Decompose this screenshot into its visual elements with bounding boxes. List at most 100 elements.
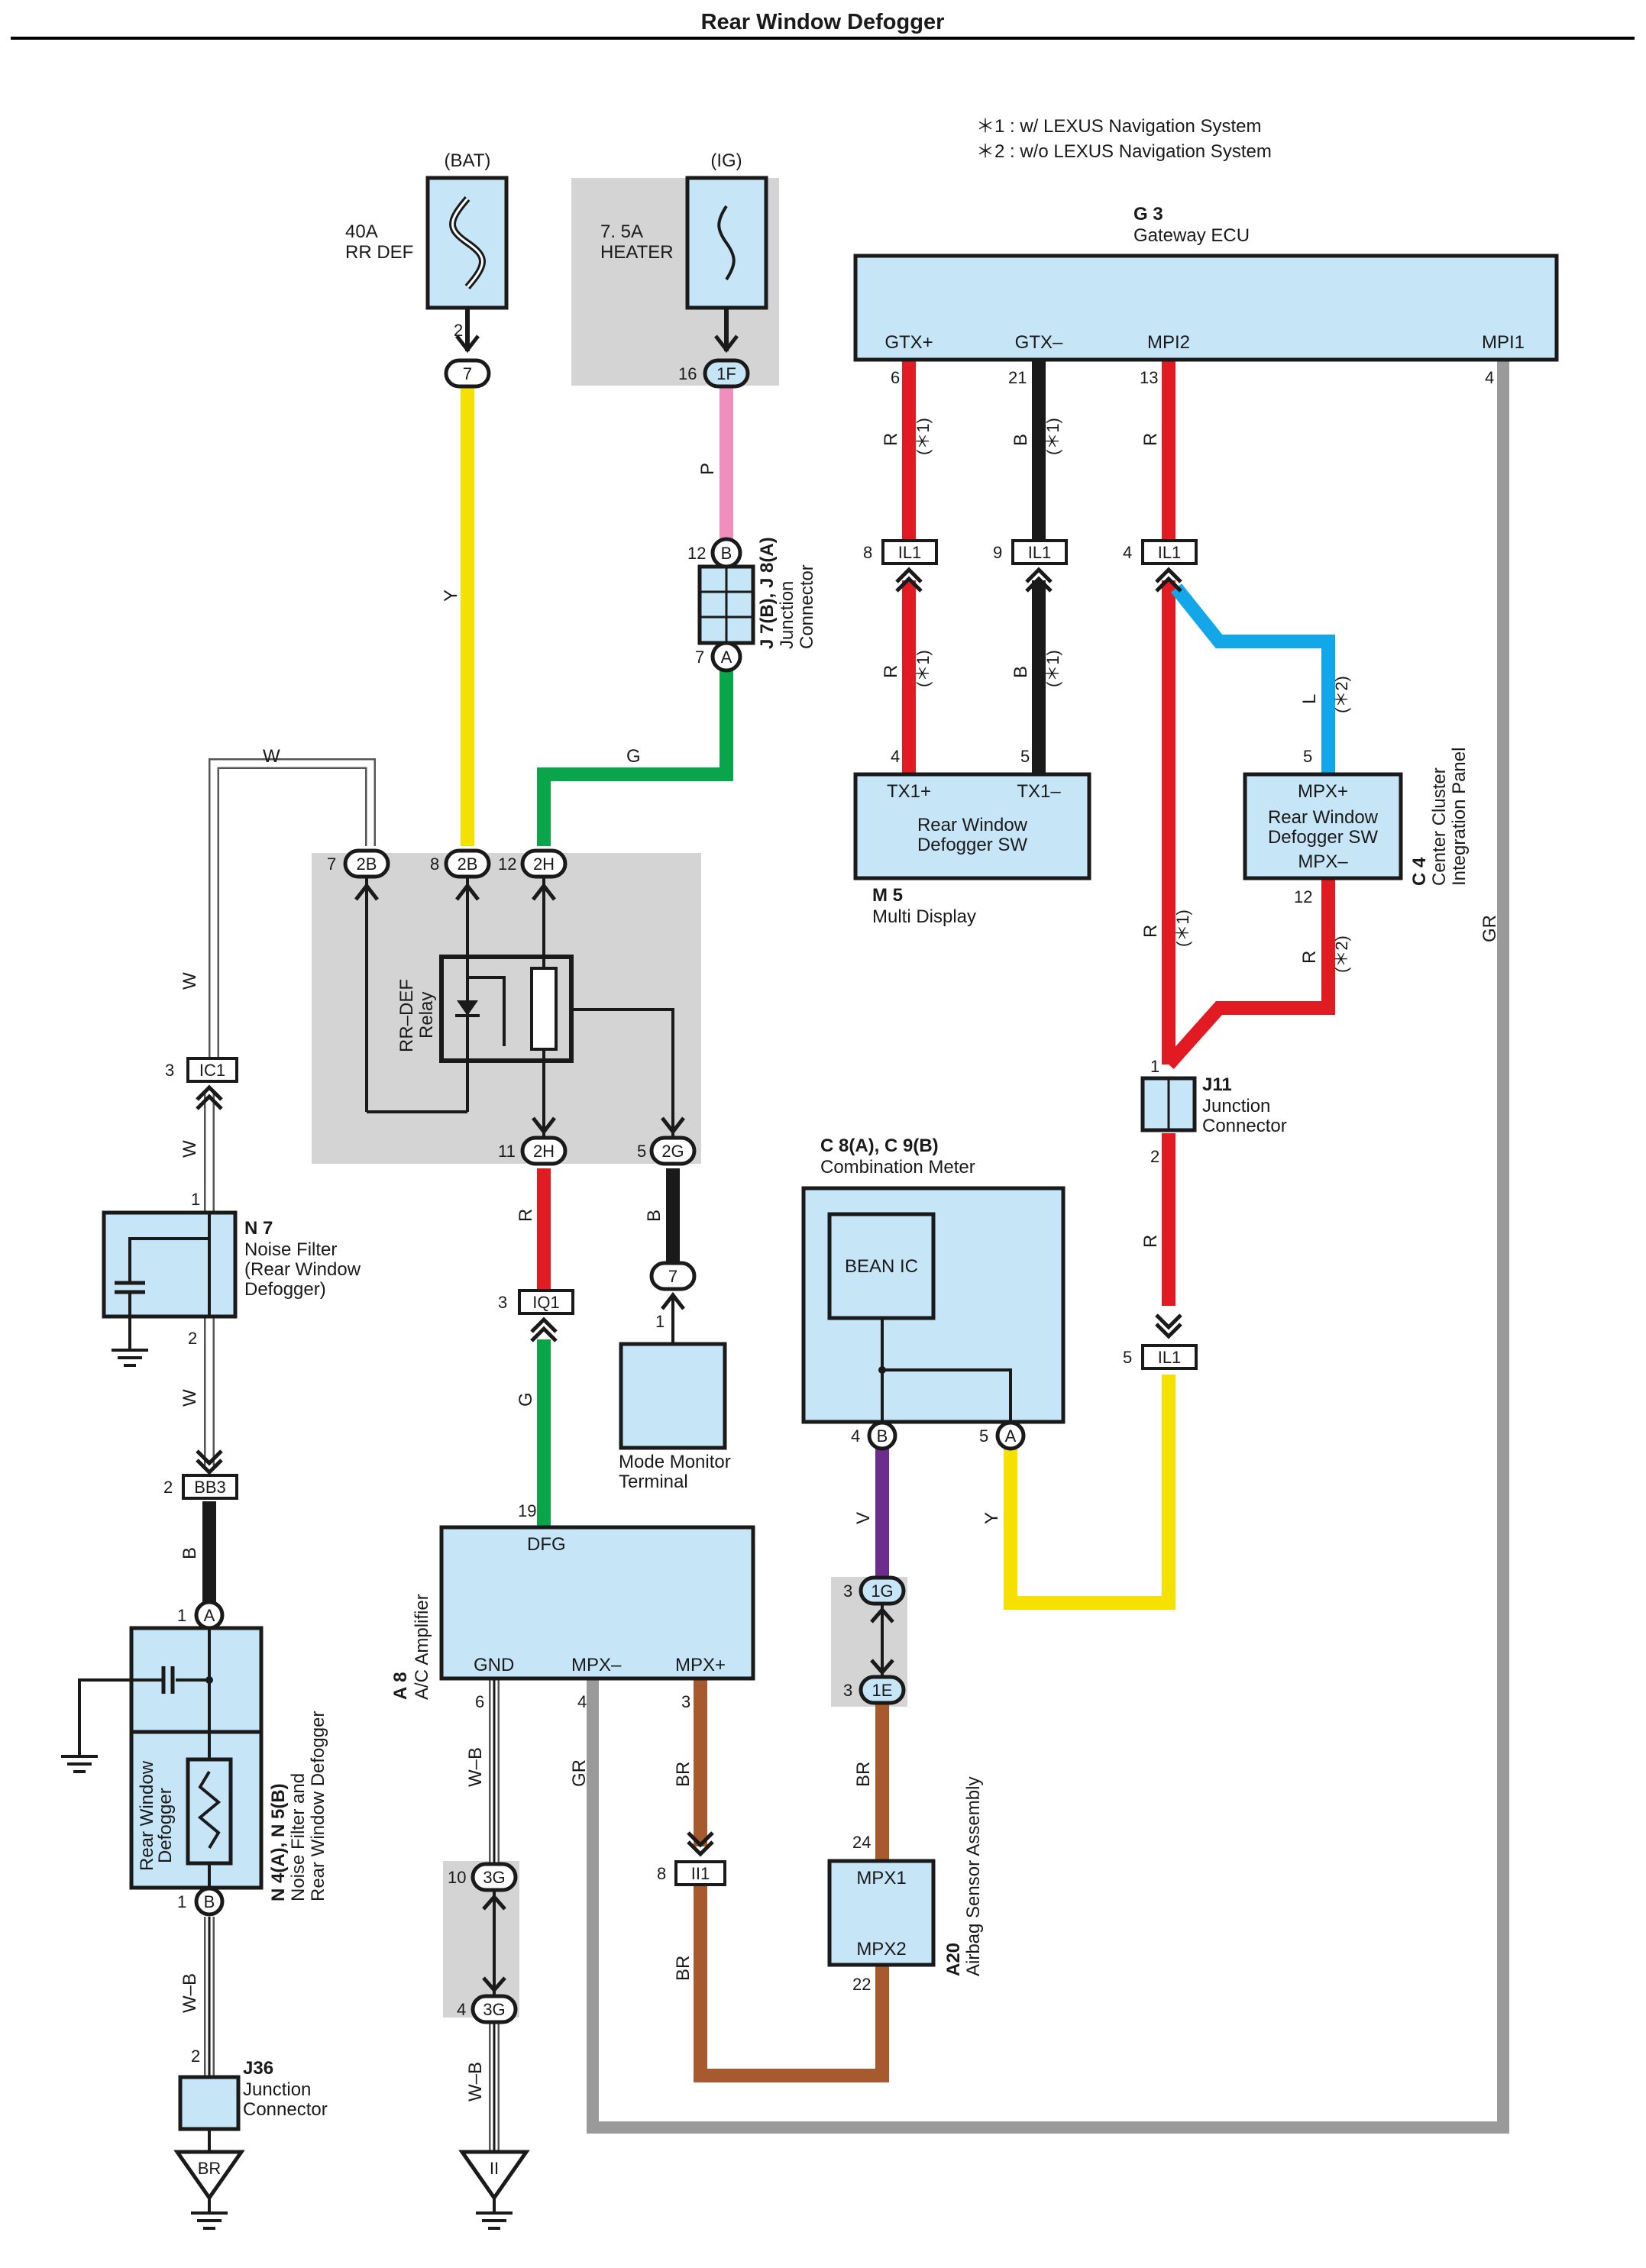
arrow-il1-5-1 bbox=[1155, 1313, 1182, 1330]
arrow-2b-y bbox=[455, 882, 480, 901]
pin-2-n7: 2 bbox=[188, 1329, 197, 1348]
n7-name-1: Noise Filter bbox=[244, 1239, 337, 1260]
a8-code: A 8 bbox=[390, 1672, 411, 1700]
relay-switch bbox=[467, 976, 506, 1046]
pin-8-ii1: 8 bbox=[657, 1864, 666, 1883]
g3-pin-gtx-minus: GTX– bbox=[1015, 332, 1063, 353]
mark-1-gtx-lower: (＊1) bbox=[914, 650, 933, 687]
g3-pin-mpi1: MPI1 bbox=[1482, 332, 1525, 353]
fuse-heater bbox=[685, 176, 768, 310]
wire-g-junction-relay bbox=[537, 670, 733, 846]
m5-label-2: Defogger SW bbox=[917, 835, 1027, 855]
connector-il1-4-label: IL1 bbox=[1158, 543, 1182, 562]
pin-2-bat: 2 bbox=[454, 321, 463, 340]
arrow-il1-4-1 bbox=[1155, 567, 1182, 583]
pin-12-j7: 12 bbox=[687, 544, 706, 563]
n4-pin-a-label: A bbox=[204, 1606, 215, 1625]
mark-1-j11: (＊1) bbox=[1173, 909, 1192, 947]
j7-j8-name-2: Connector bbox=[797, 564, 817, 649]
m5-pin-tx1-minus: TX1– bbox=[1017, 781, 1061, 802]
label-r-gtx-upper: R bbox=[881, 433, 901, 446]
fuse-rr-def-name: RR DEF bbox=[345, 242, 413, 263]
label-r-c4: R bbox=[1299, 951, 1320, 964]
label-p: P bbox=[697, 463, 718, 475]
label-b-gtx-lower: B bbox=[1011, 666, 1031, 678]
label-g-a8: G bbox=[516, 1392, 536, 1407]
g3-name: Gateway ECU bbox=[1133, 225, 1250, 246]
meter-pin-a bbox=[995, 1420, 1026, 1451]
fuse-heater-symbol bbox=[717, 205, 736, 281]
arrow-iq1-2 bbox=[530, 1326, 558, 1342]
fuse-heater-amp: 7. 5A bbox=[600, 221, 643, 242]
pin-2-bb3: 2 bbox=[163, 1478, 173, 1497]
n5-pin-b-label: B bbox=[204, 1892, 215, 1911]
bat-label: (BAT) bbox=[445, 150, 491, 171]
fuse-heater-name: HEATER bbox=[600, 242, 674, 263]
j36-name-2: Connector bbox=[243, 2099, 328, 2120]
pin-5-m5: 5 bbox=[1020, 747, 1030, 766]
connector-1e-label: 1E bbox=[872, 1681, 893, 1700]
wire-l-c4 bbox=[1170, 583, 1335, 773]
connector-2h-bottom-label: 2H bbox=[533, 1142, 555, 1161]
connector-bb3-label: BB3 bbox=[194, 1478, 226, 1497]
label-w-upper: W bbox=[179, 972, 200, 990]
ground-ii-label: II bbox=[490, 2159, 499, 2178]
n5-inner-1: Rear Window bbox=[137, 1760, 157, 1871]
pin-2-j11: 2 bbox=[1150, 1147, 1159, 1166]
defogger-element bbox=[186, 1757, 233, 1866]
pin-4-m5: 4 bbox=[891, 747, 900, 766]
pin-5-il1: 5 bbox=[1123, 1348, 1132, 1367]
connector-1e bbox=[859, 1675, 906, 1705]
pin-1-mode: 1 bbox=[655, 1312, 665, 1331]
connector-2h-top-label: 2H bbox=[533, 855, 555, 874]
connector-ii1-label: II1 bbox=[691, 1864, 710, 1883]
arrow-1g bbox=[870, 1607, 894, 1623]
connector-2b-y-label: 2B bbox=[458, 855, 478, 874]
fuse-rr-def-amp: 40A bbox=[345, 221, 378, 242]
label-g-top: G bbox=[626, 746, 641, 767]
connector-7-bat-label: 7 bbox=[463, 364, 472, 383]
junction-connector-j36 bbox=[178, 2075, 241, 2131]
arrow-2b-w bbox=[354, 882, 379, 901]
c4-code: C 4 bbox=[1409, 857, 1430, 886]
c4-name-1: Center Cluster bbox=[1429, 767, 1450, 886]
arrow-il1-8-2 bbox=[895, 576, 923, 593]
wire-w-inner bbox=[210, 760, 374, 1058]
arrow-3g-top bbox=[482, 1894, 506, 1911]
pin-1-n7: 1 bbox=[191, 1190, 200, 1209]
pin-3-iq1: 3 bbox=[498, 1293, 507, 1312]
arrow-ig-1f bbox=[714, 334, 739, 354]
n4-n5-code: N 4(A), N 5(B) bbox=[268, 1783, 289, 1901]
pin-24-a20: 24 bbox=[852, 1833, 871, 1852]
label-b-bb3: B bbox=[179, 1547, 200, 1559]
arrow-bb3-1 bbox=[196, 1449, 223, 1466]
j11-name-2: Connector bbox=[1202, 1116, 1287, 1136]
pin-4-g3: 4 bbox=[1485, 368, 1494, 387]
pin-3-1e: 3 bbox=[843, 1681, 852, 1700]
wire-y-meter-il1 bbox=[1004, 1375, 1175, 1610]
label-w-top: W bbox=[263, 746, 280, 767]
label-br-ii1: BR bbox=[673, 1956, 694, 1981]
connector-2g-label: 2G bbox=[661, 1142, 684, 1161]
n4-n5-name-2: Rear Window Defogger bbox=[308, 1711, 328, 1901]
label-y-bat: Y bbox=[441, 590, 461, 602]
noise-filter-n7 bbox=[102, 1210, 238, 1319]
pin-4-il1: 4 bbox=[1123, 543, 1132, 562]
label-w-lower: W bbox=[179, 1389, 200, 1407]
connector-1f bbox=[703, 358, 750, 389]
n7-name-3: Defogger) bbox=[244, 1279, 326, 1300]
label-wb-gnd: W–B bbox=[465, 1747, 486, 1787]
pin-19-a8: 19 bbox=[518, 1501, 536, 1520]
label-b-2g: B bbox=[644, 1210, 665, 1222]
label-wb-n5: W–B bbox=[179, 1973, 200, 2013]
pin-10-3g: 10 bbox=[448, 1868, 466, 1887]
mode-monitor-name-1: Mode Monitor bbox=[619, 1452, 731, 1472]
ground-br-label: BR bbox=[198, 2159, 222, 2178]
label-r-j11-lower: R bbox=[1140, 1235, 1161, 1248]
ac-amplifier-a8 bbox=[439, 1525, 755, 1681]
note-1: ＊1 : w/ LEXUS Navigation System bbox=[976, 116, 1261, 137]
fuse-rr-def-symbol-core bbox=[451, 198, 483, 288]
m5-label-1: Rear Window bbox=[917, 815, 1028, 835]
j11-name-1: Junction bbox=[1202, 1096, 1270, 1116]
